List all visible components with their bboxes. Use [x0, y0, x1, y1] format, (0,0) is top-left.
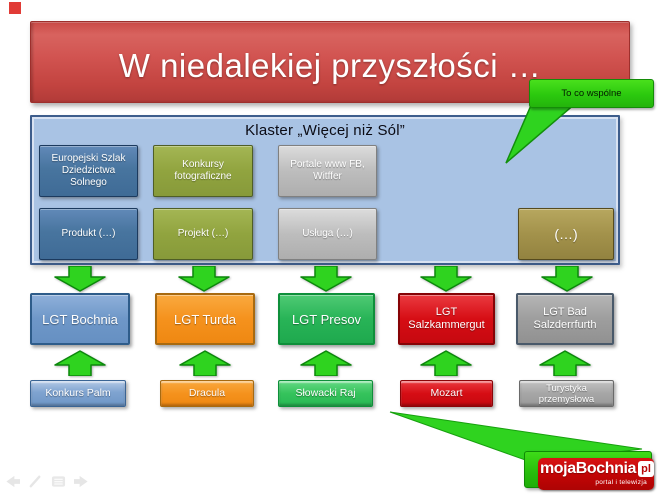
flow-arrow-down-icon [541, 266, 593, 292]
flow-arrow-up-icon [300, 350, 352, 376]
flow-arrow-down-icon [300, 266, 352, 292]
box-label: LGT Salzkammergut [408, 306, 485, 331]
logo-pl-badge: pl [638, 461, 655, 477]
box-lgt-bochnia: LGT Bochnia [30, 293, 130, 345]
box-label: Konkursy fotograficzne [174, 159, 232, 182]
flow-arrow-down-icon [178, 266, 230, 292]
box-lgt-presov: LGT Presov [278, 293, 375, 345]
box-turystyka-przemyslowa: Turystyka przemysłowa [519, 380, 614, 407]
box-label: Projekt (…) [177, 228, 229, 239]
box-label: Mozart [430, 387, 463, 399]
logo-brand-text: mojaBochnia [539, 460, 637, 477]
box-lgt-bad-salzderrfurth: LGT Bad Salzderrfurth [516, 293, 614, 345]
box-mozart: Mozart [400, 380, 493, 407]
flow-arrow-up-icon [54, 350, 106, 376]
box-label: LGT Presov [291, 311, 362, 327]
box-label: LGT Turda [174, 311, 236, 327]
box-dracula: Dracula [160, 380, 254, 407]
box-portale-www: Portale www FB, Witffer [278, 145, 377, 197]
slide-title: W niedalekiej przyszłości … [118, 47, 542, 84]
logo-tagline: portal i telewizja [595, 479, 647, 486]
box-label: Usługa (…) [302, 228, 353, 239]
box-usluga: Usługa (…) [278, 208, 377, 260]
flow-arrow-down-icon [420, 266, 472, 292]
box-label: LGT Bad Salzderrfurth [533, 306, 597, 331]
klaster-title: Klaster „Więcej niż Sól” [245, 122, 405, 139]
red-corner-marker [9, 2, 21, 14]
box-label: Turystyka przemysłowa [538, 382, 595, 405]
box-label: Dracula [188, 387, 226, 399]
box-ellipsis: (…) [518, 208, 614, 260]
flow-arrow-up-icon [539, 350, 591, 376]
box-slowacki-raj: Słowacki Raj [278, 380, 373, 407]
pen-icon[interactable] [27, 473, 44, 489]
box-label: Konkurs Palm [45, 387, 111, 399]
klaster-panel: Klaster „Więcej niż Sól” Europejski Szla… [30, 115, 620, 265]
box-label: Portale www FB, Witffer [290, 159, 365, 182]
callout-label: To co wspólne [561, 88, 622, 99]
box-label: Słowacki Raj [295, 387, 356, 399]
box-lgt-salzkammergut: LGT Salzkammergut [398, 293, 495, 345]
box-label: Europejski Szlak Dziedzictwa Solnego [51, 153, 126, 188]
flow-arrow-down-icon [54, 266, 106, 292]
box-label: (…) [554, 226, 578, 242]
next-slide-icon[interactable] [73, 473, 90, 489]
box-projekt: Projekt (…) [153, 208, 253, 260]
flow-arrow-up-icon [420, 350, 472, 376]
title-banner: W niedalekiej przyszłości … [30, 21, 630, 103]
callout-to-co-wspolne: To co wspólne [529, 79, 654, 108]
box-label: Produkt (…) [61, 228, 116, 239]
slideshow-toolbar [4, 473, 90, 489]
prev-slide-icon[interactable] [4, 473, 21, 489]
box-konkursy-fotograficzne: Konkursy fotograficzne [153, 145, 253, 197]
box-konkurs-palm: Konkurs Palm [30, 380, 126, 407]
menu-icon[interactable] [50, 473, 67, 489]
box-produkt: Produkt (…) [39, 208, 138, 260]
box-lgt-turda: LGT Turda [155, 293, 255, 345]
mojabochnia-logo: mojaBochnia pl portal i telewizja [538, 458, 655, 490]
box-label: LGT Bochnia [42, 311, 118, 327]
flow-arrow-up-icon [179, 350, 231, 376]
box-europejski-szlak: Europejski Szlak Dziedzictwa Solnego [39, 145, 138, 197]
